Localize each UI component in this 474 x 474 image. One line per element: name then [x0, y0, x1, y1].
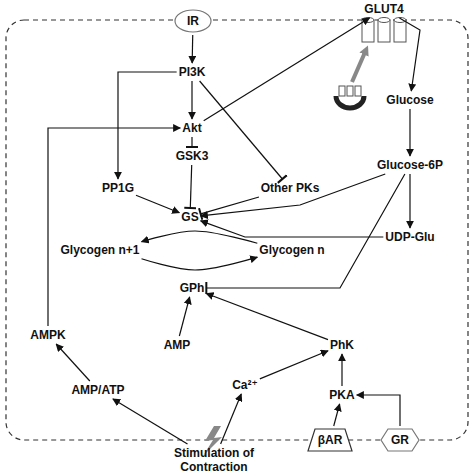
- activation-arrow: [201, 174, 386, 216]
- node-label: AMPK: [30, 328, 65, 342]
- molecule-node: Stimulation of Contraction: [168, 445, 260, 474]
- node-label: PKA: [329, 388, 354, 402]
- node-label: GS: [181, 210, 198, 224]
- activation-arrow: [191, 81, 192, 119]
- inhibition-line: [201, 197, 259, 214]
- molecule-node: Ca²⁺: [220, 377, 270, 393]
- node-label: AMP/ATP: [71, 383, 124, 397]
- activation-arrow: [179, 297, 189, 336]
- molecule-node: Akt: [167, 120, 217, 136]
- molecule-node: Glucose: [375, 92, 445, 108]
- molecule-node: AMPK: [20, 327, 76, 343]
- node-label: UDP-Glu: [385, 230, 434, 244]
- activation-arrow: [357, 395, 400, 426]
- receptor-node: GR: [380, 428, 420, 452]
- node-label: AMP: [164, 338, 191, 352]
- node-label: GPh: [180, 281, 205, 295]
- node-label: PI3K: [179, 65, 206, 79]
- inhibition-line: [191, 137, 192, 147]
- molecule-node: GS: [170, 209, 210, 225]
- node-label: βAR: [318, 433, 343, 447]
- activation-arrow: [204, 18, 370, 121]
- activation-arrow: [192, 35, 194, 63]
- activation-arrow: [56, 344, 90, 381]
- glut4-transporters: [362, 18, 406, 43]
- node-label: Stimulation of Contraction: [168, 446, 260, 474]
- node-label: GLUT4: [364, 2, 403, 16]
- activation-arrow: [206, 293, 328, 339]
- molecule-node: AMP/ATP: [60, 382, 136, 398]
- node-label: PP1G: [102, 181, 134, 195]
- molecule-node: PKA: [317, 387, 367, 403]
- molecule-node: PhK: [317, 337, 367, 353]
- molecule-node: UDP-Glu: [375, 229, 445, 245]
- molecule-node: GLUT4: [356, 1, 412, 17]
- activation-arrow: [48, 128, 180, 326]
- node-label: Ca²⁺: [232, 378, 258, 392]
- activation-arrow: [113, 399, 188, 444]
- activation-arrow: [201, 221, 384, 237]
- activation-arrow: [409, 174, 410, 228]
- molecule-node: GPh: [167, 280, 217, 296]
- cell-membrane: [6, 20, 468, 440]
- activation-arrow: [221, 394, 242, 444]
- inhibition-line: [206, 174, 405, 288]
- molecule-node: Glucose-6P: [368, 157, 452, 173]
- receptor-node: βAR: [307, 428, 353, 452]
- activation-arrow: [142, 231, 258, 243]
- molecule-node: Other PKs: [248, 180, 332, 196]
- activation-arrow: [409, 109, 410, 156]
- molecule-node: AMP: [152, 337, 202, 353]
- molecule-node: PI3K: [164, 64, 220, 80]
- activation-arrow: [260, 351, 328, 379]
- activation-arrow: [399, 18, 420, 91]
- receptor-node: IR: [174, 9, 212, 33]
- molecule-node: PP1G: [90, 180, 146, 196]
- node-label: Glycogen n+1: [60, 243, 139, 257]
- activation-arrow: [341, 354, 342, 386]
- activation-arrow: [334, 404, 340, 426]
- activation-arrow: [142, 257, 258, 270]
- molecule-node: Glycogen n+1: [50, 242, 150, 258]
- activation-arrow: [118, 72, 177, 179]
- node-label: IR: [187, 14, 199, 28]
- glut4-vesicle: [336, 50, 366, 108]
- inhibition-line: [190, 165, 191, 208]
- node-label: GSK3: [176, 149, 209, 163]
- inhibition-line: [200, 81, 283, 179]
- activation-arrow: [136, 195, 179, 212]
- node-label: Glucose-6P: [377, 158, 443, 172]
- molecule-node: GSK3: [164, 148, 220, 164]
- node-label: Other PKs: [261, 181, 320, 195]
- node-label: Glycogen n: [259, 243, 324, 257]
- node-label: GR: [391, 433, 409, 447]
- node-label: Akt: [182, 121, 201, 135]
- node-label: PhK: [330, 338, 354, 352]
- node-label: Glucose: [386, 93, 433, 107]
- molecule-node: Glycogen n: [247, 242, 337, 258]
